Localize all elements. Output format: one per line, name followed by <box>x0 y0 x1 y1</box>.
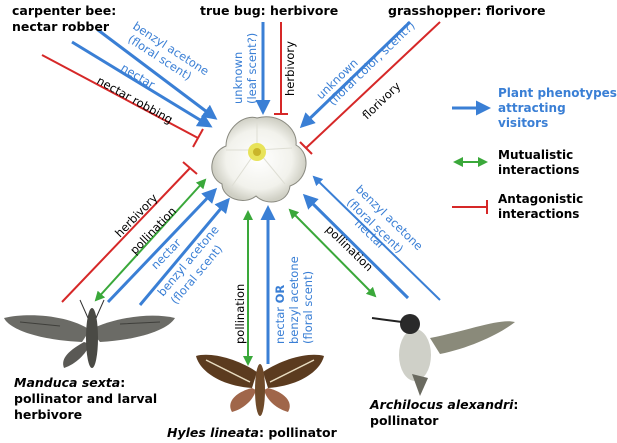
hyles-title: Hyles lineata: pollinator <box>167 425 338 440</box>
grasshopper-florivory-label: florivory <box>359 79 403 122</box>
legend-attracting-line3: visitors <box>498 116 548 130</box>
legend-attracting-line1: Plant phenotypes <box>498 86 617 100</box>
legend-antagonistic-line1: Antagonistic <box>498 192 583 206</box>
bee-nectar-arrow <box>71 40 213 128</box>
hyles-benzyl-label: benzyl acetone <box>287 256 301 344</box>
hummingbird-icon <box>371 314 515 396</box>
hyles-nectar-label: nectar OR <box>273 285 287 344</box>
manduca-title-line3: herbivore <box>14 407 82 422</box>
flower-icon <box>211 116 307 203</box>
bird-pollination-arrow <box>288 208 377 298</box>
bird-nectar-arrow <box>302 193 410 300</box>
bug-leaf-label: (leaf scent?) <box>245 33 259 104</box>
archilocus-title-line2: pollinator <box>370 413 439 428</box>
grasshopper-title: grasshopper: florivore <box>388 3 545 18</box>
legend-attracting-line2: attracting <box>498 101 566 115</box>
grasshopper-florivory-line <box>305 21 441 149</box>
bee-scent-arrow <box>97 28 218 120</box>
manduca-nectar-arrow <box>106 187 218 304</box>
manduca-title-line1: Manduca sexta: <box>14 375 125 390</box>
legend: Plant phenotypes attracting visitors Mut… <box>452 86 617 221</box>
hyles-moth-icon <box>196 354 324 416</box>
legend-mutualistic-line2: interactions <box>498 163 579 177</box>
grasshopper-floral-label: (floral color, scent?) <box>325 18 417 108</box>
archilocus-title-line1: Archilocus alexandri: <box>369 397 518 412</box>
hyles-floral-label: (floral scent) <box>301 271 315 344</box>
bug-herbivory-label: herbivory <box>283 41 297 96</box>
grasshopper-unknown-arrow <box>299 20 412 129</box>
manduca-herbivory-bar <box>182 161 198 175</box>
bee-robbing-bar <box>192 128 204 148</box>
bee-title-line2: nectar robber <box>12 19 110 34</box>
hyles-pollination-label: pollination <box>233 284 247 344</box>
bee-title-line1: carpenter bee: <box>12 3 116 18</box>
bug-unknown-label: unknown <box>231 52 245 104</box>
manduca-moth-icon <box>4 299 175 368</box>
bird-scent-arrow <box>312 175 441 301</box>
manduca-pollination-arrow <box>94 178 207 302</box>
grasshopper-florivory-bar <box>299 141 313 155</box>
bug-title: true bug: herbivore <box>200 3 338 18</box>
manduca-title-line2: pollinator and larval <box>14 391 157 406</box>
legend-mutualistic-line1: Mutualistic <box>498 148 573 162</box>
manduca-scent-arrow <box>138 197 230 306</box>
legend-antagonistic-line2: interactions <box>498 207 579 221</box>
bee-robbing-line <box>41 54 199 139</box>
